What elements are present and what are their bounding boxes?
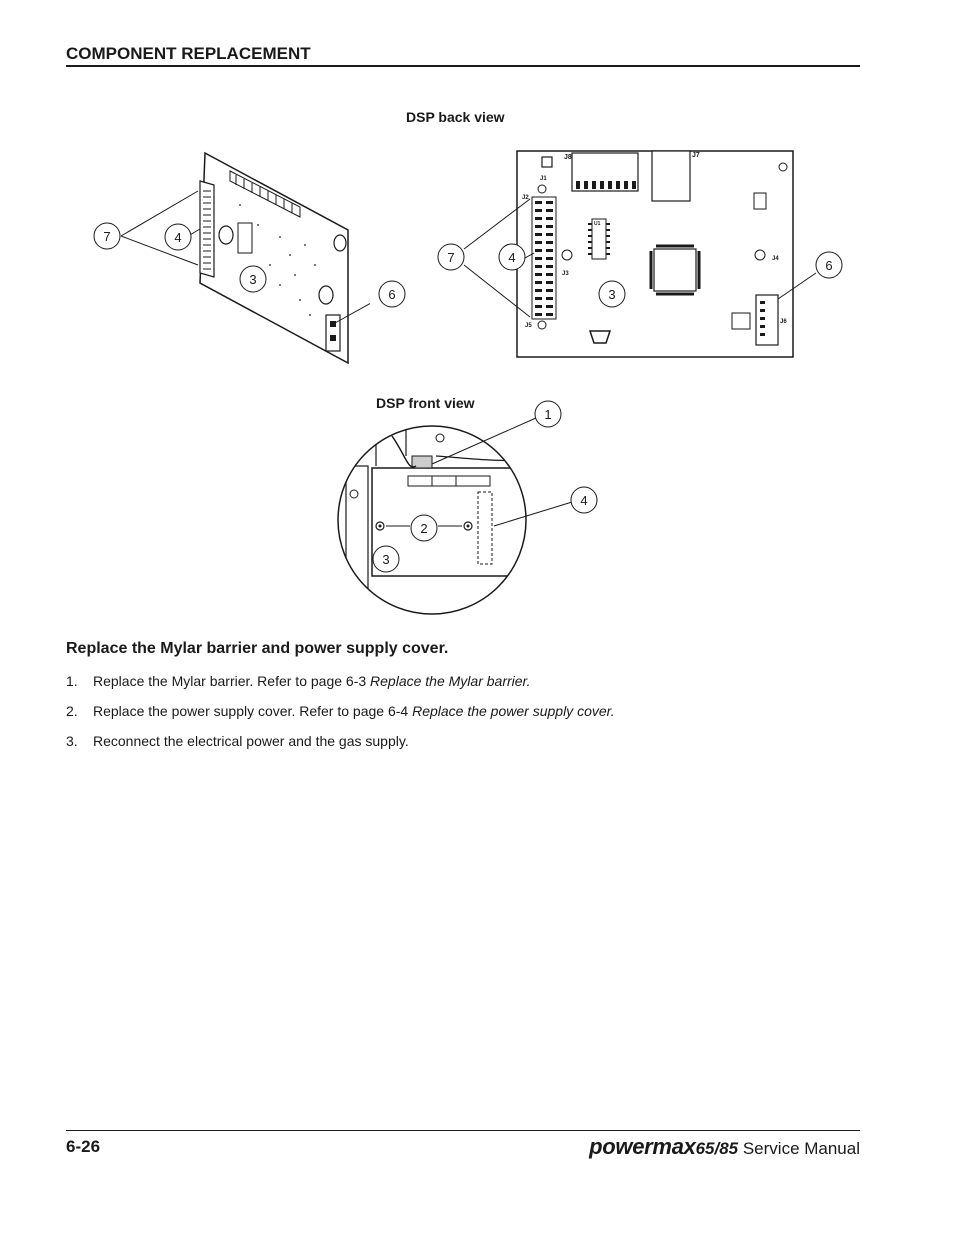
procedure-steps: 1. Replace the Mylar barrier. Refer to pa… xyxy=(66,672,856,762)
dsp-front-view-illustration: 1 4 2 3 xyxy=(337,400,598,615)
back-callout-3: 3 xyxy=(608,287,615,302)
marking-j3: J3 xyxy=(562,271,569,277)
dsp-board-angled-illustration: 7 4 3 6 xyxy=(93,151,370,365)
callout-3: 3 xyxy=(249,272,256,287)
step-text: Replace the Mylar barrier. Refer to page… xyxy=(93,673,371,689)
dsp-back-view-illustration: J8 J7 J2 J1 J3 xyxy=(437,150,843,358)
step-2: 2. Replace the power supply cover. Refer … xyxy=(66,702,856,732)
brand-model: 65/85 xyxy=(695,1139,739,1158)
step-number: 2. xyxy=(66,703,78,719)
brand-name: powermax xyxy=(589,1134,696,1159)
marking-j6: J6 xyxy=(780,319,787,325)
back-callout-6: 6 xyxy=(825,258,832,273)
marking-j4: J4 xyxy=(772,256,779,262)
step-reference: Replace the Mylar barrier. xyxy=(370,673,531,689)
section-heading: Replace the Mylar barrier and power supp… xyxy=(66,640,449,657)
page-number: 6-26 xyxy=(66,1137,101,1156)
callout-6-angled: 6 xyxy=(378,280,406,308)
marking-j5: J5 xyxy=(525,323,532,329)
front-callout-4: 4 xyxy=(580,493,587,508)
marking-j8: J8 xyxy=(564,154,572,161)
footer-brand: powermax65/85 Service Manual xyxy=(589,1134,860,1160)
front-callout-2: 2 xyxy=(420,521,427,536)
front-view-label: DSP front view xyxy=(376,395,475,411)
marking-j1: J1 xyxy=(540,176,547,182)
header-rule xyxy=(66,65,860,67)
back-callout-7: 7 xyxy=(447,250,454,265)
callout-6-label: 6 xyxy=(388,287,395,302)
callout-4: 4 xyxy=(174,230,181,245)
step-3: 3. Reconnect the electrical power and the… xyxy=(66,732,856,762)
step-1: 1. Replace the Mylar barrier. Refer to pa… xyxy=(66,672,856,702)
step-reference: Replace the power supply cover. xyxy=(412,703,615,719)
step-number: 1. xyxy=(66,673,78,689)
marking-j7: J7 xyxy=(692,152,700,159)
back-callout-4: 4 xyxy=(508,250,515,265)
callout-7: 7 xyxy=(103,229,110,244)
footer-rule xyxy=(66,1130,860,1131)
step-text: Replace the power supply cover. Refer to… xyxy=(93,703,413,719)
marking-u1: U1 xyxy=(594,221,601,227)
front-callout-1: 1 xyxy=(544,407,551,422)
marking-j2: J2 xyxy=(522,195,529,201)
step-text: Reconnect the electrical power and the g… xyxy=(93,733,409,749)
front-callout-3: 3 xyxy=(382,552,389,567)
back-view-label: DSP back view xyxy=(406,109,505,125)
manual-title: Service Manual xyxy=(738,1139,860,1158)
section-title: COMPONENT REPLACEMENT xyxy=(66,44,311,63)
step-number: 3. xyxy=(66,733,78,749)
